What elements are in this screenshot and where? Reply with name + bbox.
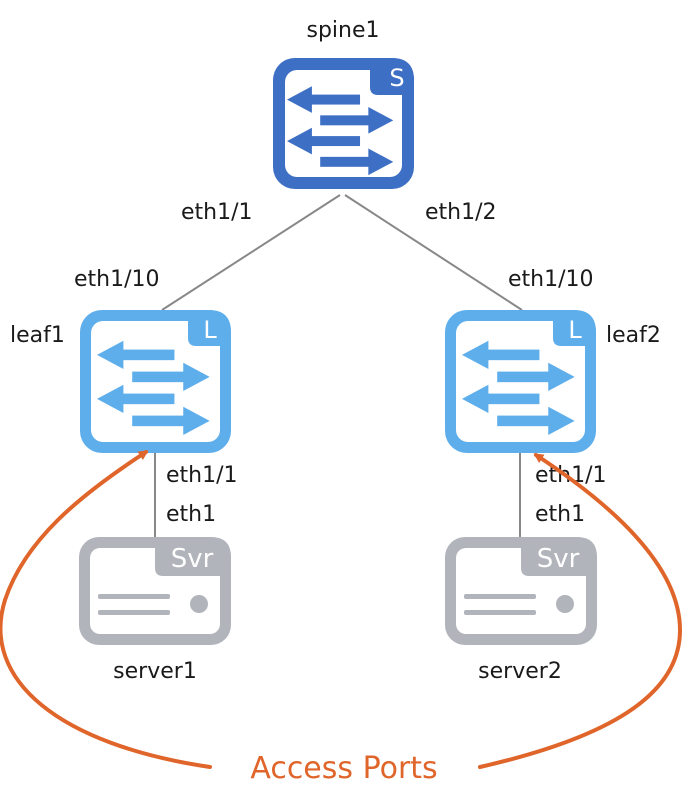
link-spine1-leaf1	[161, 194, 341, 311]
node-label-server2: server2	[478, 659, 562, 684]
annotation-label: Access Ports	[250, 751, 437, 786]
badge-leaf1: L	[203, 316, 217, 344]
annotation-arrow-left	[0, 450, 212, 769]
port-label-leaf1-access: eth1/1	[166, 463, 238, 488]
node-leaf2[interactable]: leaf2 L	[445, 310, 661, 453]
badge-spine1: S	[389, 64, 404, 92]
node-label-server1: server1	[113, 659, 197, 684]
node-server2[interactable]: Svr server2	[445, 537, 597, 684]
port-label-leaf1-uplink: eth1/10	[74, 267, 160, 292]
link-spine1-leaf2	[344, 194, 523, 311]
port-label-spine1-leaf2: eth1/2	[425, 200, 497, 225]
switch-icon	[445, 310, 596, 453]
server-icon	[79, 537, 231, 645]
port-label-server1: eth1	[166, 502, 216, 527]
node-label-leaf2: leaf2	[606, 323, 661, 348]
port-label-leaf2-access: eth1/1	[535, 463, 607, 488]
port-label-leaf2-uplink: eth1/10	[508, 267, 594, 292]
node-label-spine1: spine1	[306, 18, 379, 43]
annotation-arrow-right	[478, 453, 682, 769]
node-spine1[interactable]: spine1 S	[273, 18, 414, 189]
badge-server2: Svr	[537, 544, 580, 574]
node-leaf1[interactable]: leaf1 L	[10, 310, 231, 453]
node-server1[interactable]: Svr server1	[79, 537, 231, 684]
port-label-server2: eth1	[535, 502, 585, 527]
switch-icon	[80, 310, 231, 453]
switch-icon	[273, 58, 414, 189]
badge-server1: Svr	[171, 544, 214, 574]
badge-leaf2: L	[568, 316, 582, 344]
port-label-spine1-leaf1: eth1/1	[181, 200, 253, 225]
node-label-leaf1: leaf1	[10, 323, 65, 348]
server-icon	[445, 537, 597, 645]
